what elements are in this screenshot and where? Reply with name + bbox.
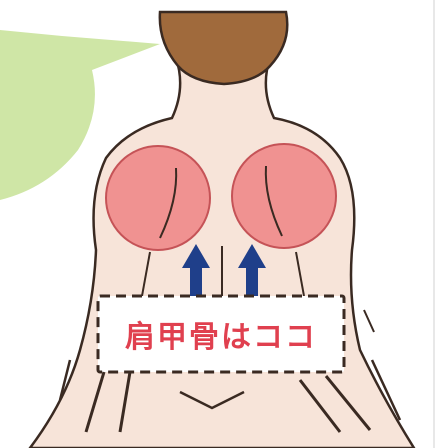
caption-text: 肩甲骨はココ	[104, 308, 338, 360]
right-shoulder-blade	[232, 144, 336, 248]
left-shoulder-blade	[106, 146, 210, 250]
